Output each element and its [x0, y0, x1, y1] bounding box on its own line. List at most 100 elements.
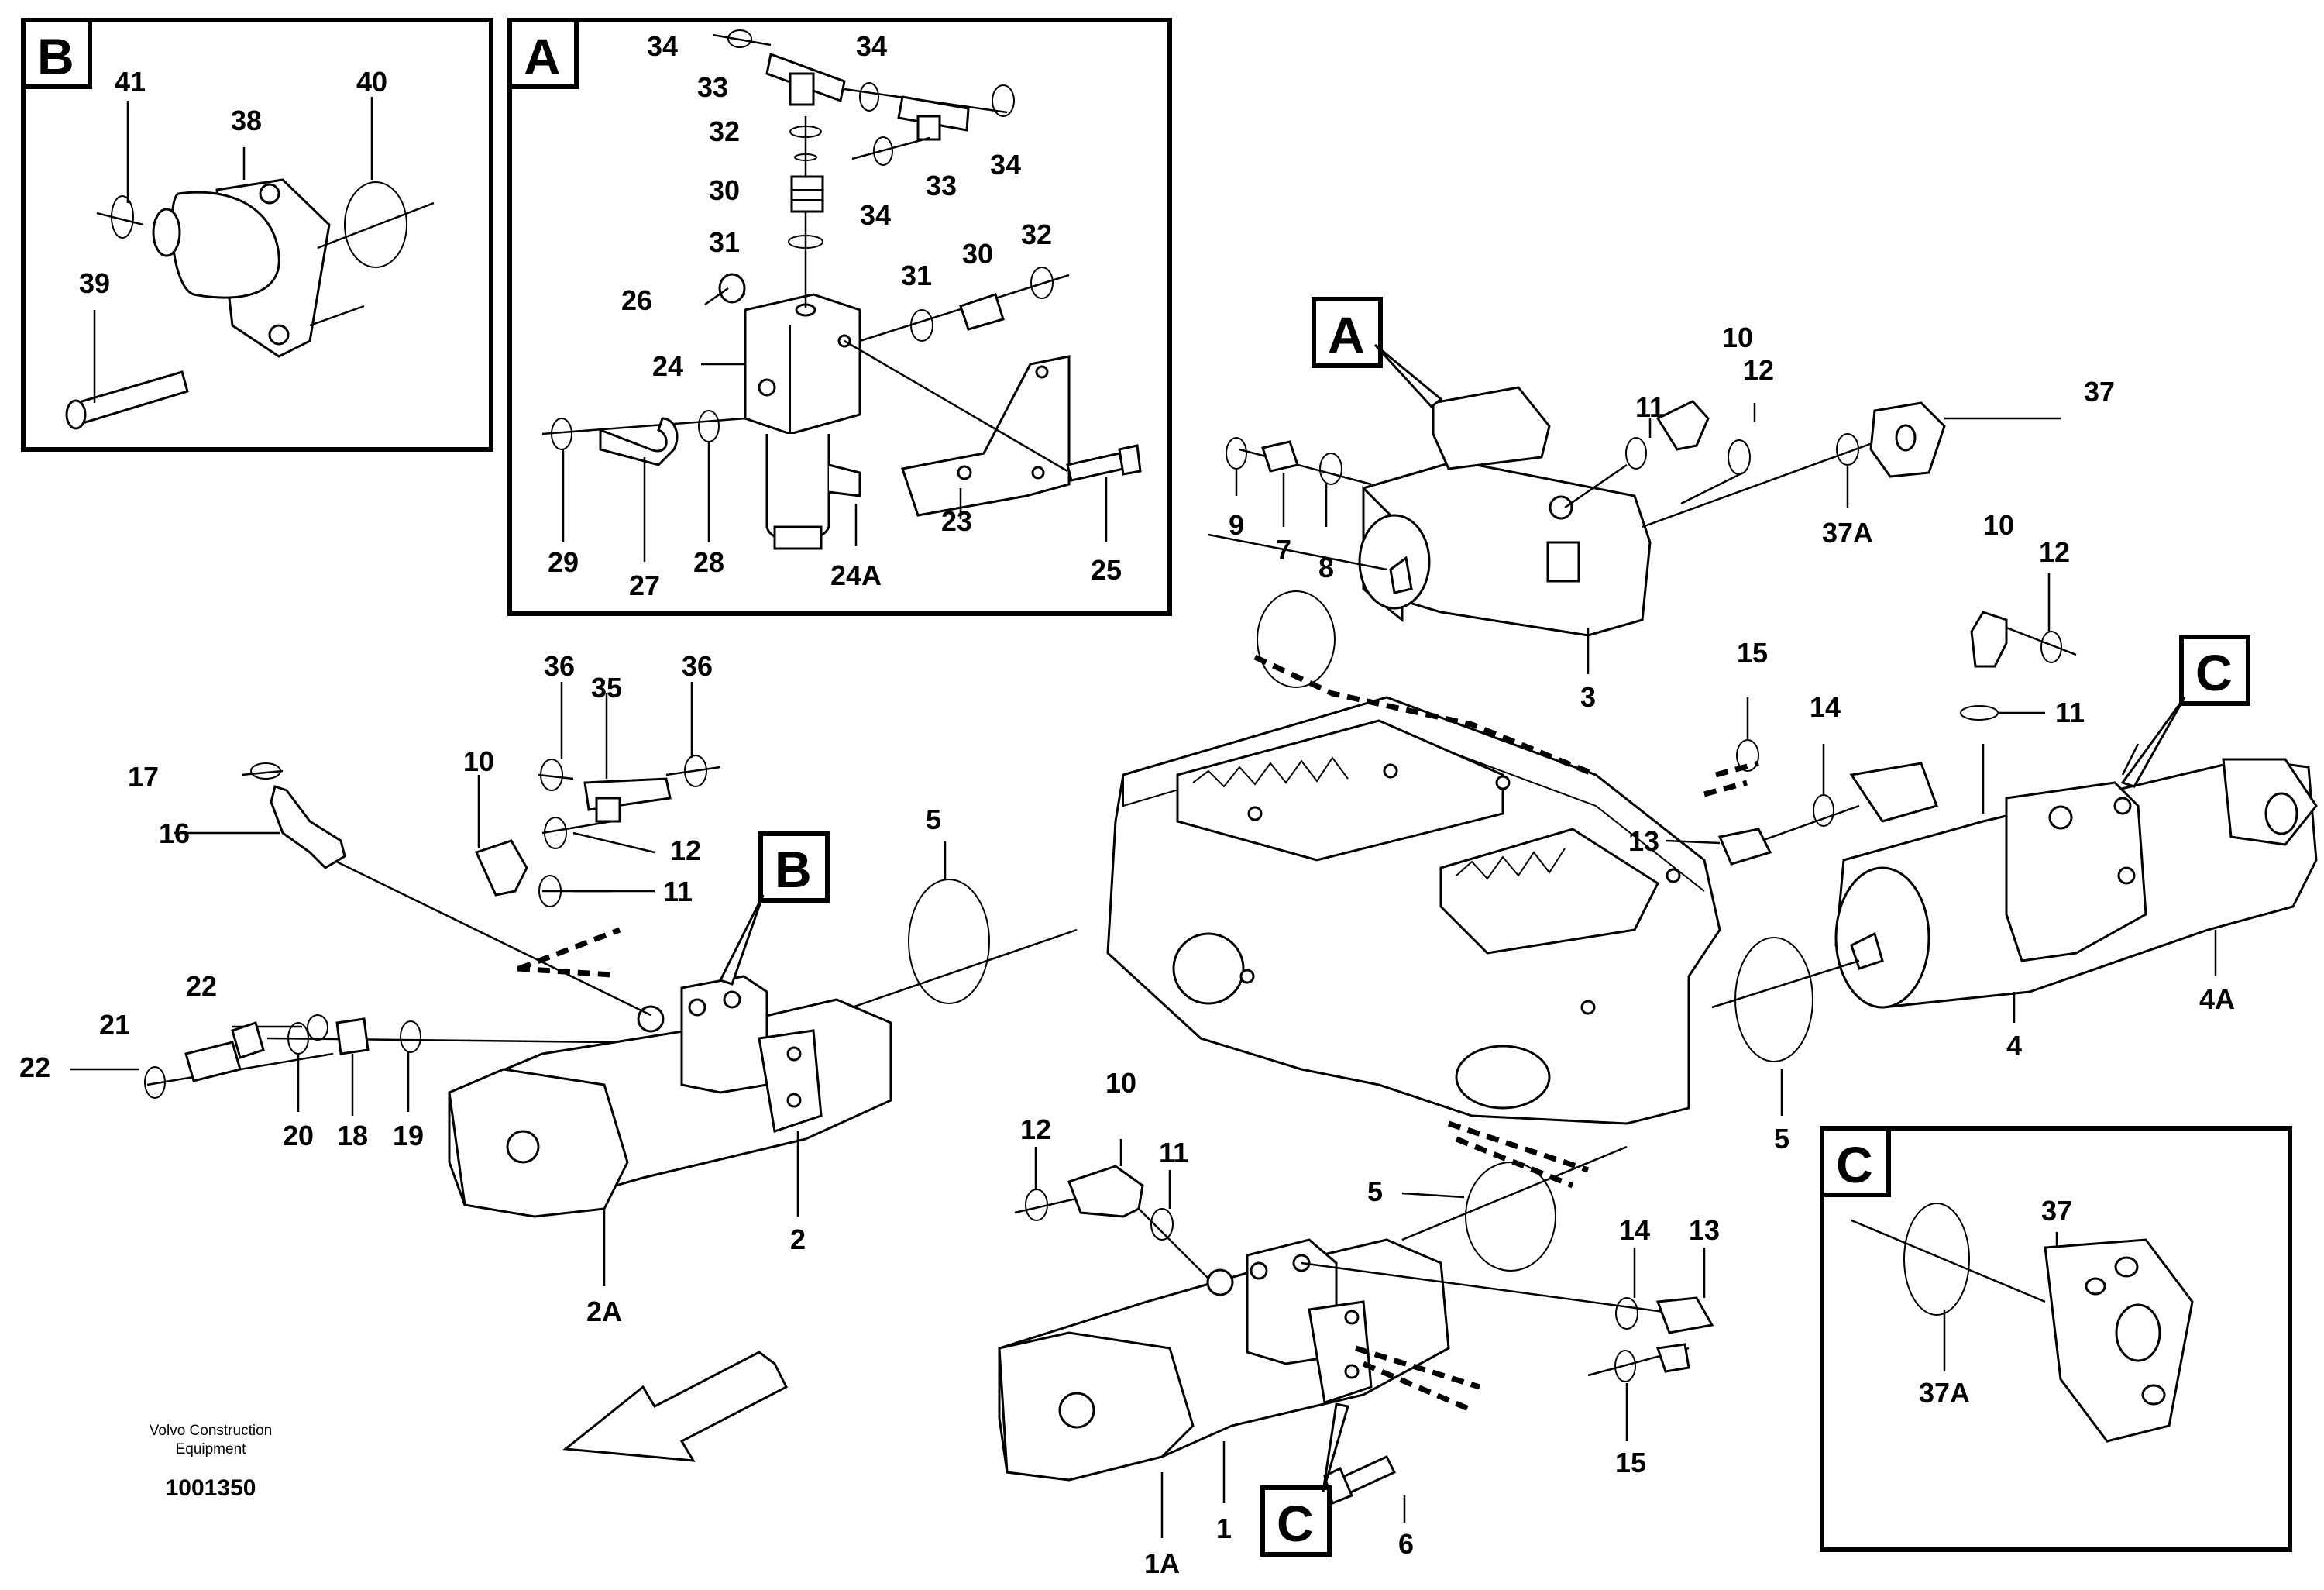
nipple-30-top [790, 175, 824, 213]
pump-2 [448, 975, 892, 1218]
fitting-7 [1261, 440, 1299, 473]
pump-4 [1834, 758, 2318, 1009]
part-label: 36 [544, 650, 575, 682]
callout-letter-a: A [1328, 306, 1365, 363]
part-label: 34 [856, 30, 887, 62]
part-label: 13 [1628, 825, 1659, 857]
part-label: 34 [647, 30, 678, 62]
part-label: 15 [1615, 1447, 1646, 1478]
valve-block-24 [744, 293, 861, 435]
callout-b: B [718, 831, 830, 986]
part-label: 1A [1144, 1547, 1180, 1579]
fitting-13-lower [1655, 1296, 1714, 1334]
part-label: 26 [621, 284, 652, 316]
part-label: 10 [1983, 509, 2014, 541]
part-label: 32 [1021, 219, 1052, 250]
part-label: 18 [337, 1120, 368, 1151]
part-label: 17 [128, 761, 159, 793]
part-label: 31 [709, 226, 740, 258]
callout-letter-c: C [1277, 1495, 1314, 1552]
part-label: 11 [2055, 697, 2085, 728]
part-label: 10 [463, 745, 494, 777]
part-label: 19 [393, 1120, 424, 1151]
part-label: 2 [790, 1223, 806, 1255]
part-label: 33 [697, 71, 728, 103]
detail-box-letter: C [1836, 1136, 1873, 1193]
part-label: 29 [548, 546, 579, 578]
part-label: 30 [962, 238, 993, 270]
part-label: 12 [1020, 1113, 1051, 1145]
elbow-10-left [474, 839, 528, 897]
part-label: 8 [1318, 552, 1334, 583]
part-label: 10 [1105, 1067, 1136, 1099]
part-label: 14 [1619, 1214, 1650, 1246]
part-label: 1 [1216, 1513, 1232, 1544]
bolt-6 [1323, 1455, 1397, 1506]
part-label: 31 [901, 260, 932, 291]
fitting-13-right [1717, 828, 1772, 866]
part-label: 9 [1229, 509, 1244, 541]
part-label: 20 [283, 1120, 314, 1151]
part-label: 37 [2041, 1195, 2072, 1227]
part-label: 24A [830, 559, 882, 591]
part-label: 34 [990, 149, 1021, 181]
part-label: 11 [1159, 1137, 1188, 1168]
part-label: 33 [926, 170, 957, 201]
part-label: 28 [693, 546, 724, 578]
transfer-gear-housing [1106, 696, 1721, 1125]
part-label: 22 [19, 1051, 50, 1083]
nipple-30-right [959, 293, 1005, 331]
detail-box-letter: B [37, 28, 74, 85]
part-label: 11 [663, 876, 693, 907]
bolt-39 [65, 370, 189, 430]
part-label: 41 [115, 66, 146, 98]
part-label: 39 [79, 267, 110, 299]
part-label: 5 [1367, 1175, 1383, 1207]
tee-fitting-33-top [765, 52, 846, 106]
fitting-18 [335, 1017, 370, 1055]
fitting-21 [184, 1021, 265, 1082]
part-label: 12 [2039, 536, 2070, 568]
part-label: 37A [1919, 1377, 1970, 1409]
flange-37-top [1869, 401, 1946, 478]
detail-box-b: B [21, 18, 493, 452]
part-label: 38 [231, 105, 262, 136]
elbow-16 [270, 785, 346, 869]
detail-box-letter: A [524, 28, 561, 85]
credit-block: Volvo Construction Equipment 1001350 [150, 1423, 272, 1501]
tee-fitting-33-right [897, 95, 970, 141]
callout-c-upper: C [2120, 635, 2250, 788]
part-label: 14 [1810, 691, 1841, 723]
part-labels: 41 38 40 39 34 34 34 34 33 33 32 32 30 3… [19, 30, 2235, 1579]
part-label: 12 [1743, 354, 1774, 386]
part-label: 5 [1774, 1123, 1789, 1155]
part-label: 2A [586, 1296, 622, 1327]
part-label: 15 [1737, 637, 1768, 669]
part-label: 13 [1689, 1214, 1720, 1246]
part-label: 25 [1091, 554, 1122, 586]
part-label: 6 [1398, 1528, 1414, 1560]
bracket-23 [901, 355, 1071, 517]
callout-letter-b: B [775, 841, 812, 898]
part-label: 37 [2084, 376, 2115, 408]
solenoid-24a [765, 434, 861, 550]
callout-letter-c: C [2195, 644, 2233, 701]
part-label: 23 [941, 505, 972, 537]
part-label: 35 [591, 672, 622, 704]
elbow-10-top [1655, 400, 1710, 451]
pump-1 [998, 1238, 1450, 1482]
part-label: 12 [670, 835, 701, 866]
part-label: 4 [2006, 1030, 2022, 1062]
part-label: 3 [1580, 681, 1596, 713]
part-label: 32 [709, 115, 740, 147]
elbow-10-right [1970, 611, 2008, 668]
part-label: 27 [629, 570, 660, 601]
part-label: 30 [709, 174, 740, 206]
part-label: 40 [356, 66, 387, 98]
part-label: 11 [1635, 391, 1665, 423]
flange-fitting-38 [152, 178, 331, 358]
credit-line1: Volvo Construction [150, 1423, 272, 1439]
pump-3 [1358, 386, 1652, 637]
elbow-27 [599, 417, 679, 466]
